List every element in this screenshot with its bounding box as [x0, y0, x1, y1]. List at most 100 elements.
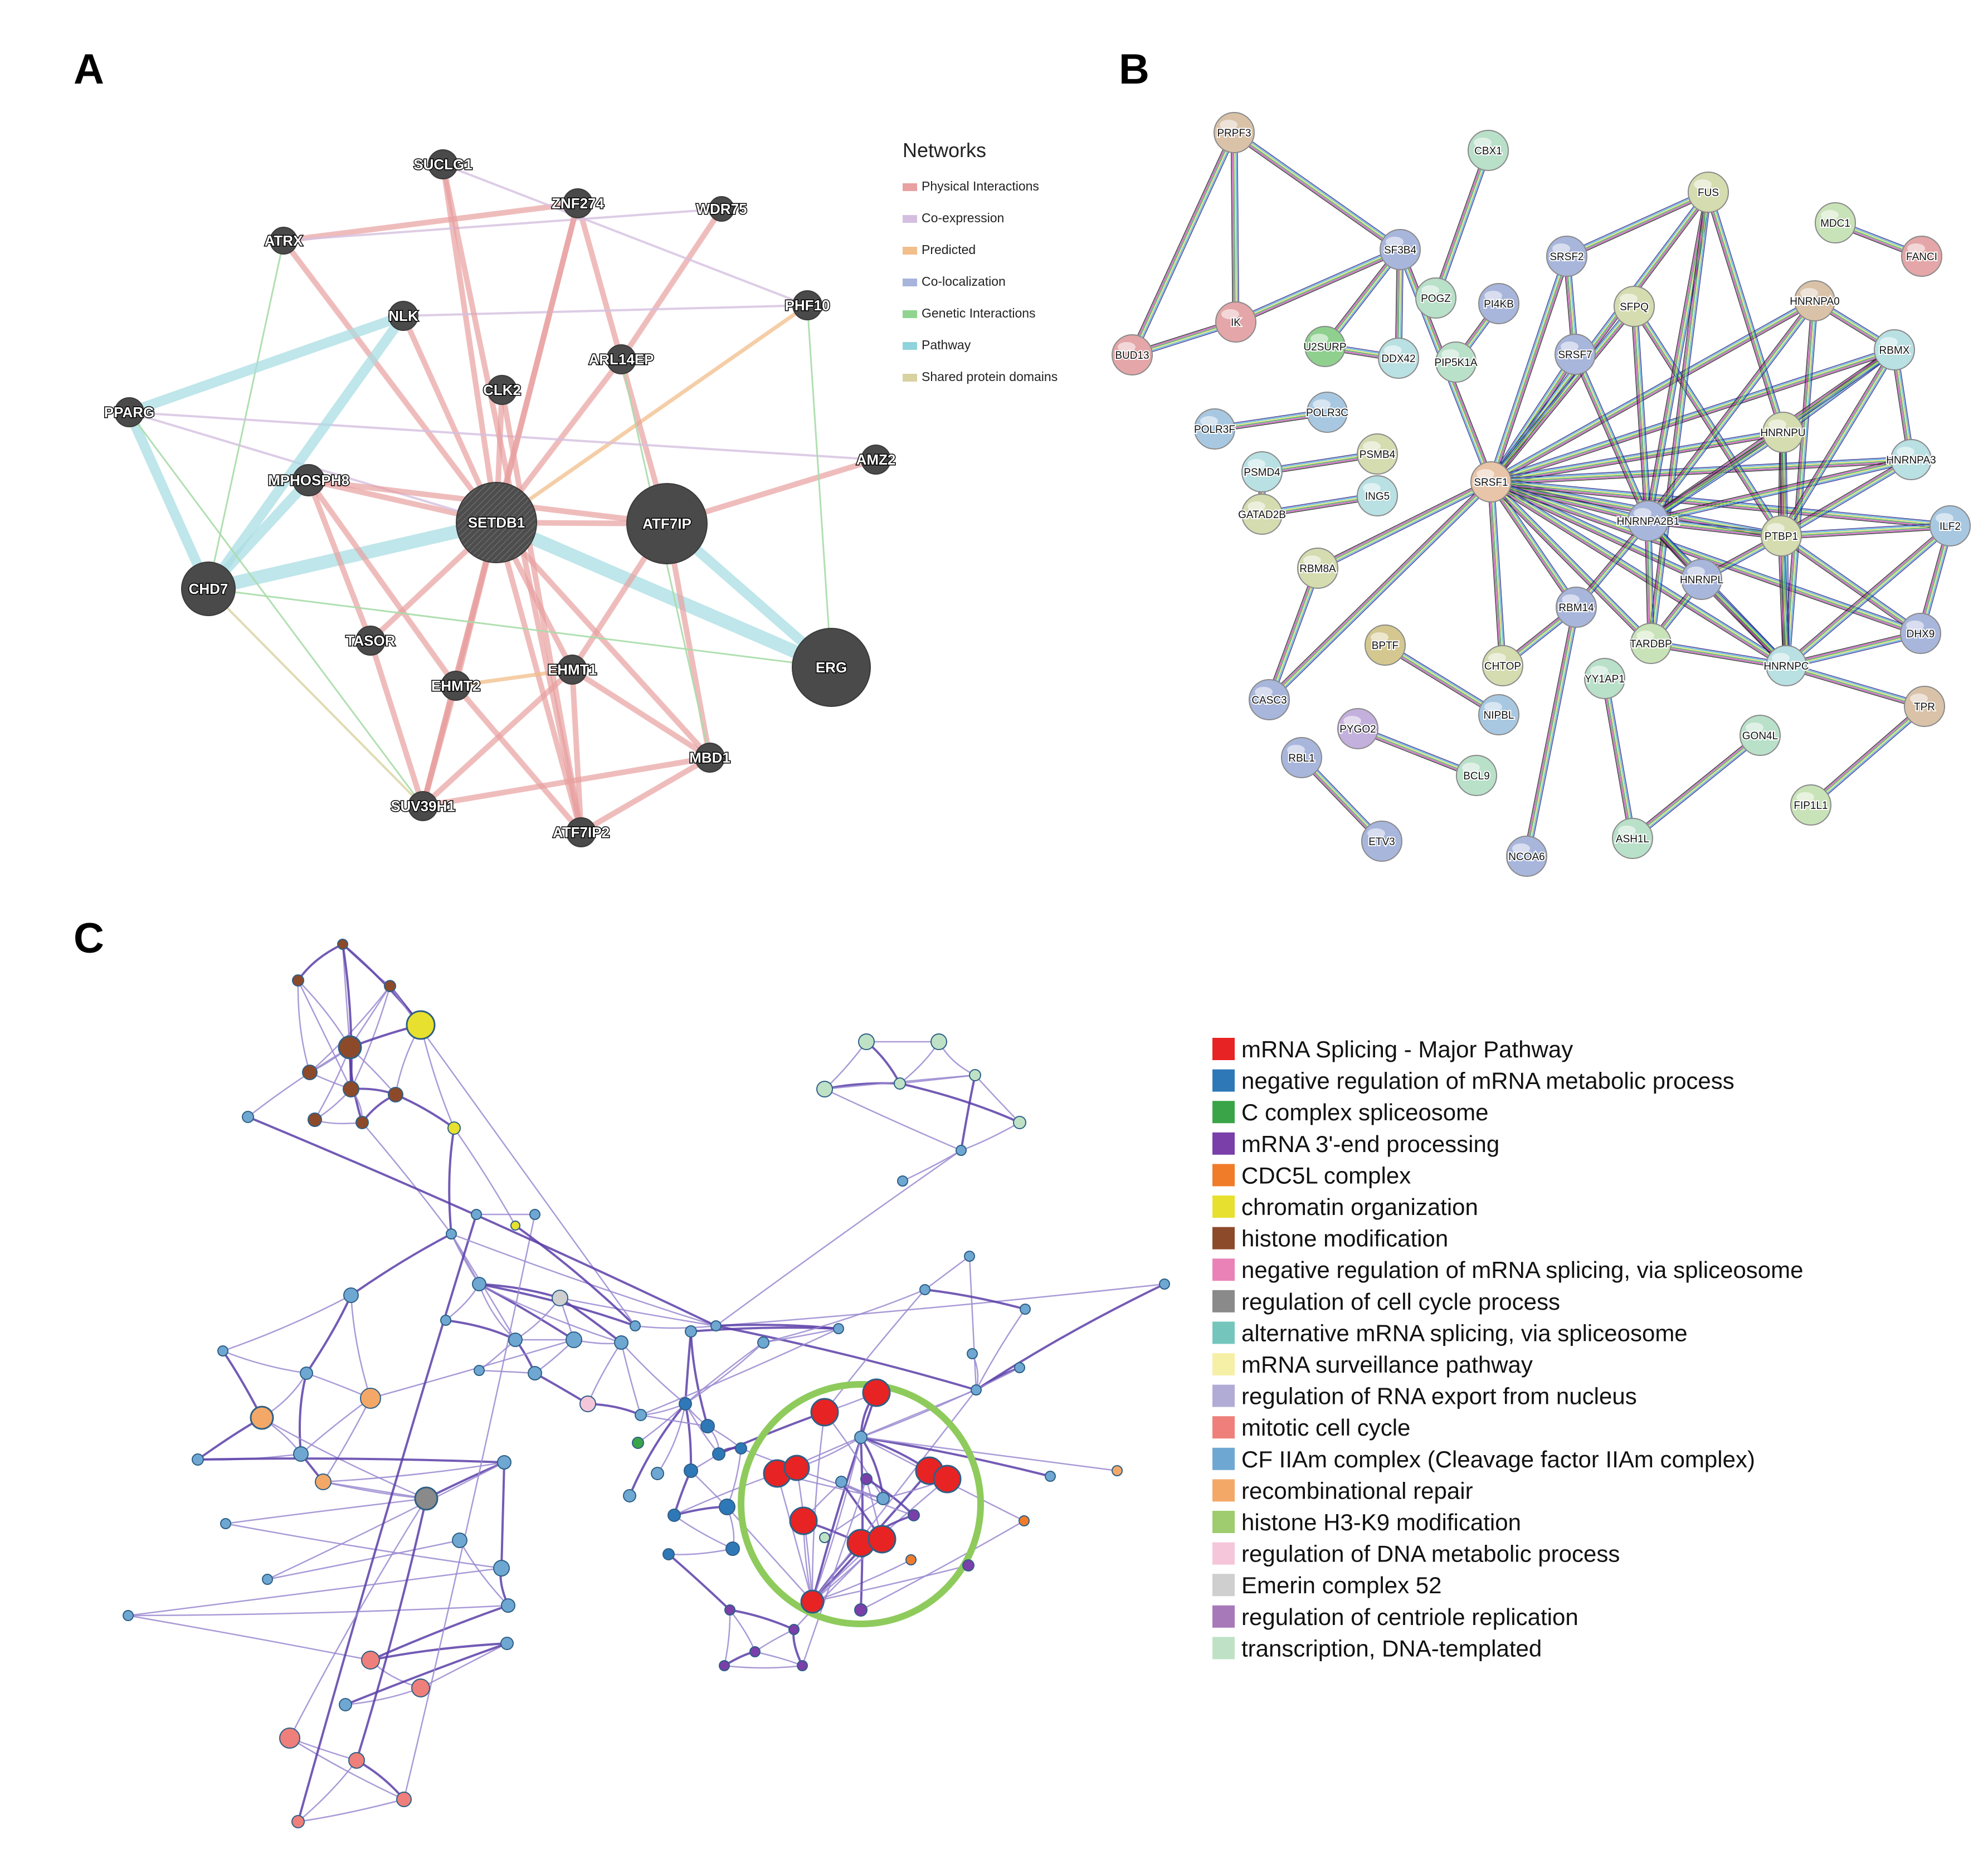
b-node-fanci: FANCI — [1901, 236, 1942, 277]
b-node-label: YY1AP1 — [1585, 674, 1625, 685]
b-edge-strand — [1438, 151, 1492, 300]
c-node-cf-iiam-complex-cleavage-factor-iiam-complex — [623, 1489, 636, 1502]
b-node-label: SRSF2 — [1550, 251, 1583, 263]
b-edge-strand — [1576, 353, 1650, 520]
a-edge-arl14ep-wdr75 — [618, 206, 724, 362]
b-edge-hnrnpu-hnrnpa2b1 — [1646, 429, 1785, 524]
c-edge — [860, 1437, 864, 1611]
c-legend-swatch — [1212, 1542, 1235, 1565]
b-edge-strand — [1651, 642, 1787, 666]
a-node-circle — [270, 227, 298, 255]
b-edge-strand — [1601, 679, 1630, 840]
b-edge-strand — [1383, 646, 1498, 717]
a-edge-atf7ip2-mbd1 — [578, 755, 713, 835]
a-edge-nlk-chd7 — [203, 311, 408, 594]
c-node-negative-regulation-of-mrna-metabolic-process — [712, 1447, 725, 1461]
c-node-recombinational-repair — [250, 1406, 274, 1430]
b-edge-strand — [1780, 457, 1911, 535]
b-node-label: PSMD4 — [1244, 467, 1280, 479]
c-legend-label: mRNA surveillance pathway — [1241, 1351, 1533, 1378]
b-edge-strand — [1493, 257, 1570, 484]
a-node-amz2: AMZ2 — [855, 445, 896, 475]
c-legend-label: regulation of DNA metabolic process — [1241, 1541, 1620, 1567]
b-edge-strand — [1490, 431, 1783, 482]
b-edge-strand — [1709, 191, 1785, 432]
b-node-cbx1: CBX1 — [1468, 130, 1509, 171]
b-edge-strand — [1236, 250, 1401, 323]
b-edge-strand — [1809, 704, 1924, 804]
c-edge — [860, 1436, 1118, 1472]
b-node-label: HNRNPL — [1680, 574, 1723, 586]
c-edge — [975, 1309, 1026, 1390]
b-edge-strand — [1235, 247, 1400, 321]
b-edge-strand — [1707, 192, 1783, 433]
c-node-transcription-dna-templated — [1013, 1116, 1026, 1129]
c-node-cf-iiam-complex-cleavage-factor-iiam-complex — [474, 1365, 485, 1376]
b-edge-strand — [1234, 131, 1401, 250]
b-edge-strand — [1606, 678, 1635, 838]
c-legend-item-emerin-complex-52: Emerin complex 52 — [1212, 1572, 1441, 1598]
c-node-mrna-splicing-major-pathway — [800, 1589, 825, 1614]
b-node-highlight — [1618, 826, 1636, 836]
b-node-highlight — [1248, 501, 1265, 511]
c-node-histone-modification — [302, 1065, 318, 1080]
c-edge — [297, 980, 352, 1090]
a-legend-item-co-expression: Co-expression — [903, 211, 1004, 225]
c-legend-swatch — [1212, 1416, 1235, 1439]
b-edge-strand — [1490, 256, 1567, 482]
a-legend-swatch — [903, 247, 917, 255]
b-node-highlight — [1910, 694, 1928, 704]
c-legend-swatch — [1212, 1069, 1235, 1092]
c-node-cf-iiam-complex-cleavage-factor-iiam-complex — [710, 1320, 722, 1331]
c-node-cf-iiam-complex-cleavage-factor-iiam-complex — [1159, 1279, 1170, 1290]
a-node-label: MBD1 — [689, 749, 730, 766]
b-edge-strand — [1777, 536, 1784, 666]
c-legend-item-negative-regulation-of-mrna-splicing-via-spliceosome: negative regulation of mRNA splicing, vi… — [1212, 1257, 1804, 1283]
b-node-ncoa6: NCOA6 — [1506, 836, 1547, 877]
c-node-negative-regulation-of-mrna-metabolic-process — [667, 1509, 681, 1522]
c-edge — [801, 1478, 868, 1666]
b-edge-strand — [1630, 306, 1646, 521]
c-legend-label: regulation of cell cycle process — [1241, 1289, 1560, 1315]
c-edge — [621, 1342, 686, 1404]
b-node-highlight — [1287, 745, 1305, 755]
c-edge — [500, 1462, 505, 1569]
b-edge-strand — [1785, 524, 1950, 665]
b-edge-strand — [1357, 730, 1477, 778]
c-legend-swatch — [1212, 1384, 1235, 1407]
b-edge-strand — [1270, 482, 1493, 701]
b-node-nipbl: NIPBL — [1478, 694, 1519, 735]
b-edge-strand — [1358, 725, 1478, 773]
b-edge-strand — [1491, 351, 1896, 484]
a-legend-item-physical-interactions: Physical Interactions — [903, 179, 1039, 193]
b-edge-strand — [1808, 704, 1923, 803]
b-node-label: SRSF7 — [1558, 349, 1592, 361]
b-edge-strand — [1633, 736, 1762, 841]
c-legend-item-transcription-dna-templated: transcription, DNA-templated — [1212, 1635, 1542, 1661]
a-edge-ehmt1-mbd1 — [569, 667, 713, 760]
b-node-label: RBL1 — [1288, 753, 1315, 764]
a-edge-tasor-suv39h1 — [368, 638, 426, 809]
b-edge-strand — [1385, 644, 1499, 715]
b-node-highlight — [1343, 716, 1361, 726]
b-edge-strand — [1647, 300, 1815, 521]
c-edge — [448, 1128, 455, 1234]
c-node-cf-iiam-complex-cleavage-factor-iiam-complex — [192, 1453, 204, 1466]
c-node-cf-iiam-complex-cleavage-factor-iiam-complex — [293, 1446, 309, 1462]
b-edge-strand — [1492, 352, 1896, 485]
c-node-mrna-3-end-processing — [908, 1509, 920, 1521]
c-node-mrna-3-end-processing — [962, 1559, 974, 1572]
b-edge-srsf1-sfpq — [1488, 304, 1637, 484]
b-node-sf3b4: SF3B4 — [1380, 229, 1421, 270]
b-edge-strand — [1789, 301, 1819, 666]
b-node-label: RBMX — [1879, 345, 1910, 357]
a-edge-suv39h1-chd7 — [207, 588, 424, 807]
b-edge-strand — [1488, 483, 1575, 609]
b-node-label: PYGO2 — [1339, 724, 1376, 735]
b-edge-strand — [1491, 481, 1577, 607]
b-edge-bptf-nipbl — [1383, 642, 1501, 718]
a-node-label: ATF7IP — [642, 515, 691, 532]
b-edge-strand — [1647, 192, 1706, 643]
c-legend-item-negative-regulation-of-mrna-metabolic-process: negative regulation of mRNA metabolic pr… — [1212, 1068, 1734, 1094]
c-node-cf-iiam-complex-cleavage-factor-iiam-complex — [452, 1533, 467, 1548]
